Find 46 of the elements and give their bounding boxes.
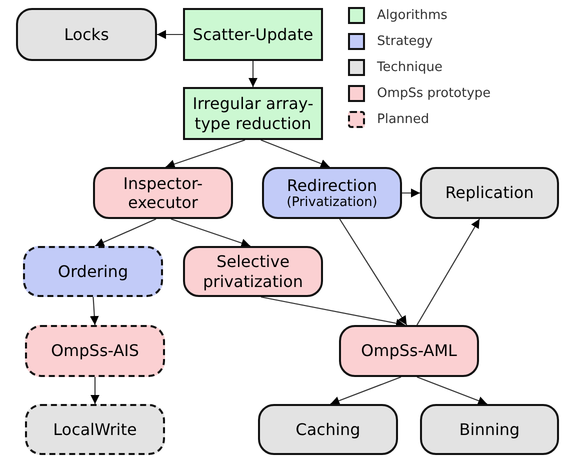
node-label: Locks — [63, 24, 110, 44]
process-box — [183, 87, 323, 140]
arrow — [157, 30, 183, 39]
rounded-box — [25, 404, 165, 455]
arrow — [339, 218, 408, 326]
legend-label: OmpSs prototype — [377, 84, 491, 103]
node-sublabel: (Privatization) — [286, 194, 378, 210]
rounded-box — [339, 325, 479, 377]
node-label: Irregular array-type reduction — [192, 94, 314, 133]
rounded-box — [25, 325, 165, 377]
arrow — [330, 376, 402, 405]
rounded-box — [93, 167, 233, 219]
arrow — [170, 218, 250, 248]
legend-label: Planned — [377, 110, 430, 129]
arrow — [90, 377, 100, 404]
arrow — [90, 296, 99, 326]
arrow — [94, 218, 156, 246]
node-label: Scatter-Update — [192, 24, 314, 44]
process-box — [183, 8, 323, 61]
rounded-box — [420, 167, 559, 219]
legend-label: Strategy — [377, 32, 433, 51]
node-label: Replication — [444, 183, 535, 203]
node-label: Inspector-executor — [122, 174, 204, 212]
node-label: Redirection — [286, 176, 378, 195]
rounded-box — [183, 246, 323, 297]
node-label: LocalWrite — [52, 420, 138, 440]
arrow — [260, 296, 406, 328]
rounded-box — [16, 8, 157, 61]
node-label: Binning — [458, 420, 521, 440]
rounded-box — [262, 167, 402, 219]
node-label: Selective privatization — [202, 252, 304, 291]
legend-label: Technique — [377, 58, 442, 77]
rounded-box — [23, 246, 163, 297]
arrow — [260, 139, 330, 168]
node-label: Ordering — [56, 262, 130, 282]
rounded-box — [420, 404, 559, 455]
arrow — [166, 139, 246, 168]
arrow — [416, 218, 480, 326]
node-label: OmpSs-AML — [360, 341, 458, 361]
rounded-box — [258, 404, 398, 455]
node-label: OmpSs-AIS — [50, 341, 140, 361]
arrow — [248, 61, 258, 87]
legend-label: Algorithms — [377, 6, 448, 25]
node-label: Caching — [294, 420, 362, 440]
arrow — [416, 376, 488, 405]
arrow — [402, 188, 420, 198]
